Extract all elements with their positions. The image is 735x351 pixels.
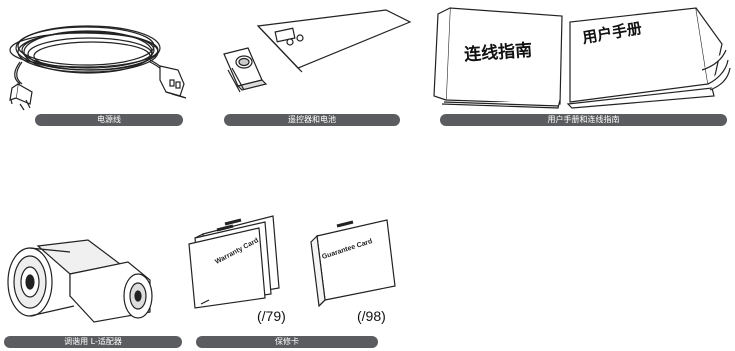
guarantee-card-icon (310, 219, 396, 308)
power-cord-icon (9, 25, 187, 111)
manual-booklets-icon (433, 7, 731, 109)
adapter-label: 调谐用 L-适配器 (4, 336, 182, 348)
l-adapter-icon (7, 239, 153, 323)
remote-label: 遥控器和电池 (224, 114, 400, 126)
connection-guide-title: 连线指南 (463, 40, 533, 66)
adapter-item: 调谐用 L-适配器 (0, 210, 190, 351)
warranty-card-model: (/79) (257, 308, 286, 324)
warranty-card-icon (188, 215, 280, 309)
remote-control-icon (223, 9, 412, 93)
manuals-item: 连线指南 用户手册 用户手册和连线指南 (432, 0, 735, 130)
guarantee-card-model: (/98) (357, 308, 386, 324)
warranty-label: 保修卡 (196, 336, 378, 348)
manuals-label: 用户手册和连线指南 (440, 114, 727, 126)
warranty-item: Warranty Card (/79) Guarantee Card (/98)… (185, 200, 405, 351)
power-cord-label: 电源线 (35, 114, 183, 126)
power-cord-item: 电源线 (0, 0, 190, 130)
remote-item: 遥控器和电池 (210, 0, 412, 130)
